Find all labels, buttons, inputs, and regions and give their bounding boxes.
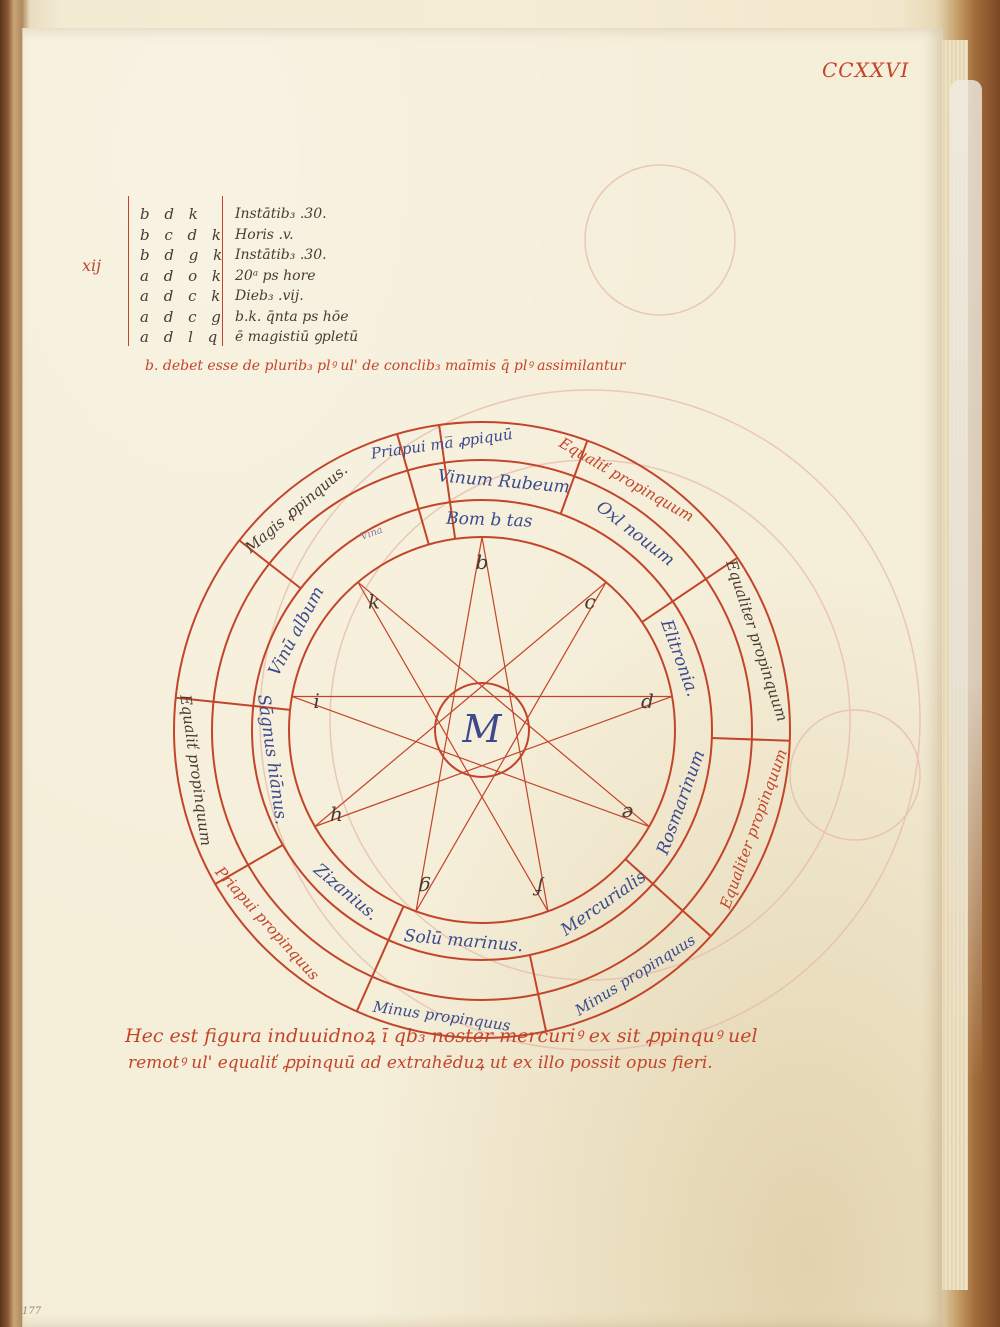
tissue-guard	[950, 80, 982, 1080]
center-circle	[434, 682, 530, 778]
center-letter: M	[462, 707, 503, 751]
caption-line-1: Hec est figura induuidnoꝝ ī qb₃ noster m…	[125, 1025, 758, 1047]
folio-number: CCXXVI	[822, 58, 910, 82]
entry-row: Instātib₃ .30.	[235, 206, 327, 222]
sector-letter: i	[313, 689, 319, 713]
sector-divider	[214, 844, 284, 885]
letter-row: a d o k	[140, 266, 226, 285]
entry-row: Instātib₃ .30.	[235, 247, 327, 263]
letter-column: b d k b c d k b d g k a d o k a d c k a …	[140, 204, 227, 348]
star-line	[314, 695, 673, 828]
sector-divider	[175, 696, 291, 711]
sector-dividers	[175, 424, 790, 1032]
letter-row: b c d k	[140, 225, 226, 244]
sector-letter: k	[368, 589, 380, 613]
sector-divider	[559, 440, 589, 515]
star-line	[314, 581, 607, 827]
table-rule-right	[222, 196, 223, 346]
inner-label: Mercurialis	[556, 867, 650, 941]
star-line	[415, 536, 483, 912]
entry-row: 20ᵃ ps hore	[235, 267, 316, 284]
table-rule-left	[128, 196, 129, 346]
letter-row: a d l q	[140, 328, 223, 346]
corner-mark: 177	[22, 1306, 42, 1317]
outer-label: Equaliť propinquum	[176, 692, 215, 847]
star-line	[481, 536, 549, 912]
middle-ring	[211, 459, 753, 1001]
sector-divider	[641, 556, 738, 623]
sector-divider	[238, 539, 302, 590]
rubric-note: b. debet esse de plurib₃ plꝰ ul' de conc…	[145, 358, 626, 374]
inner-label: Vinum Rubeum	[437, 466, 571, 497]
outer-label: Equaliť propinquum	[555, 433, 697, 525]
letter-row: a d c g	[140, 307, 226, 326]
margin-number: xij	[82, 256, 102, 275]
letter-row: b d g k	[140, 246, 228, 264]
outer-label: Minus propinquus	[571, 931, 699, 1020]
outer-label: Magis ꝓpinquus.	[241, 461, 352, 558]
sector-divider	[396, 433, 430, 545]
letter-row: b d k	[140, 205, 203, 223]
star-line	[357, 581, 650, 827]
sector-letter: d	[641, 689, 654, 713]
inner-ring	[251, 499, 713, 961]
star-figure	[291, 536, 673, 912]
sector-letter: e	[622, 802, 634, 826]
star-line	[415, 581, 607, 912]
outer-ring	[173, 421, 791, 1039]
sector-divider	[438, 424, 457, 540]
entry-column: Instātib₃ .30. Horis .v. Instātib₃ .30. …	[235, 204, 358, 348]
outer-label: Equaliter propinquum	[716, 747, 791, 913]
star-line	[357, 581, 549, 912]
entry-row: Dieb₃ .vij.	[235, 288, 304, 304]
sector-divider	[355, 905, 405, 1012]
outer-label: Priapui propinquus	[211, 862, 323, 984]
interlinear-gloss: Vina	[359, 525, 384, 543]
wheel-rings	[173, 421, 791, 1039]
outer-label: Equaliter propinquum	[722, 557, 792, 724]
sector-letter: h	[330, 802, 343, 826]
sector-divider	[624, 858, 712, 937]
entry-row: ē magistiū ꝯpletū	[235, 329, 359, 345]
sector-divider	[711, 737, 790, 742]
letter-row: a d c k	[140, 287, 226, 305]
sector-letter: b	[476, 550, 489, 574]
sector-letter: c	[584, 589, 595, 613]
outer-label: Priapui ma̅ ꝓpiquū	[369, 425, 514, 463]
entry-row: b.k. q̄nta ps hōe	[235, 308, 349, 325]
sector-letter: g	[418, 876, 431, 900]
sector-divider	[528, 954, 548, 1032]
inner-label: Bom b tas	[445, 509, 533, 532]
show-through-circles	[259, 164, 921, 1051]
parchment-leaf	[22, 28, 943, 1327]
caption-line-2: remotꝰ ul' equaliť ꝓpinquū ad extrahēduꝝ…	[128, 1053, 713, 1073]
inner-label: Elitronia.	[656, 616, 703, 699]
inner-label: Sāgnus hiānus.	[253, 693, 291, 826]
star-line	[291, 695, 650, 828]
entry-row: Horis .v.	[235, 226, 294, 243]
